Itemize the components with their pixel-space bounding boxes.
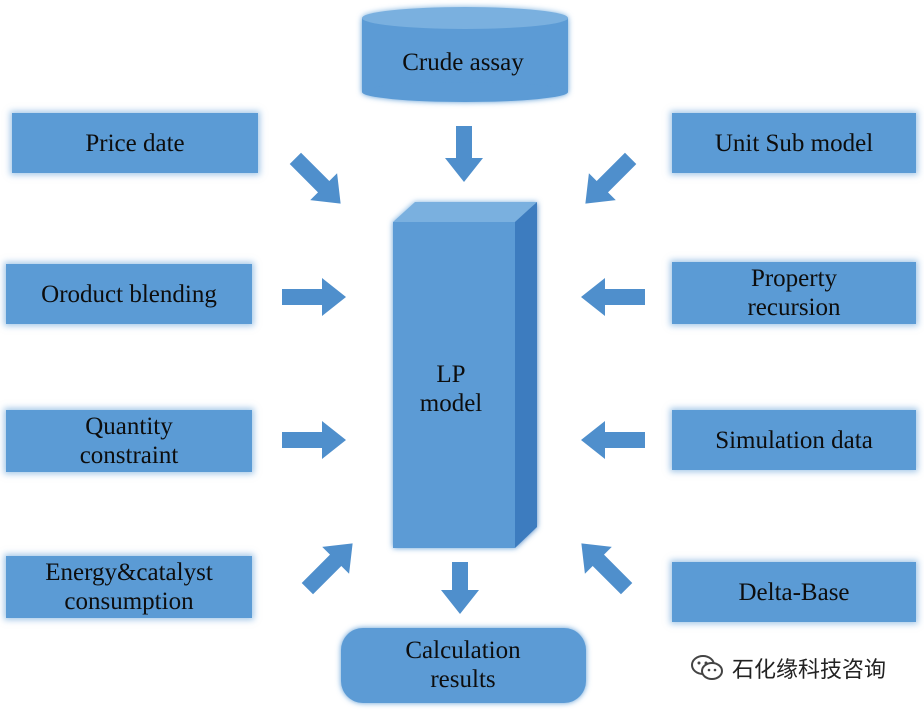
lp-model-label-line1: LP: [436, 361, 465, 388]
arrow-lp-to-results: [441, 562, 479, 614]
arrow-price-to-lp: [289, 152, 341, 204]
input-quantity-constraint: Quantity constraint: [6, 410, 252, 472]
input-simulation-data: Simulation data: [672, 410, 916, 470]
arrows-group: [282, 126, 645, 614]
input-quantity-constraint-label: Quantity constraint: [79, 413, 179, 469]
arrow-energy-to-lp: [301, 543, 353, 595]
crude-assay-cylinder: [362, 7, 568, 102]
arrow-property-to-lp: [581, 278, 645, 316]
lp-model-label-line2: model: [420, 390, 483, 417]
calculation-results-line2: results: [430, 666, 495, 693]
input-energy-catalyst-label: Energy&catalyst consumption: [45, 559, 213, 615]
input-unit-sub-model: Unit Sub model: [672, 113, 916, 173]
input-delta-base-label: Delta-Base: [738, 578, 850, 606]
arrow-crude-to-lp: [445, 126, 483, 182]
arrow-blending-to-lp: [282, 278, 346, 316]
arrow-simulation-to-lp: [581, 421, 645, 459]
input-product-blending-label: Oroduct blending: [41, 280, 217, 308]
input-energy-catalyst: Energy&catalyst consumption: [6, 556, 252, 618]
calculation-results-box: [341, 628, 586, 703]
input-unit-sub-model-label: Unit Sub model: [714, 129, 874, 157]
watermark: 石化缘科技咨询: [690, 652, 886, 684]
lp-model-block: [393, 202, 537, 548]
calculation-results-line1: Calculation: [405, 637, 521, 664]
input-property-recursion-label: Property recursion: [747, 265, 841, 321]
input-simulation-data-label: Simulation data: [715, 426, 873, 454]
input-price-date: Price date: [12, 113, 258, 173]
arrow-delta-to-lp: [581, 543, 633, 595]
input-price-date-label: Price date: [85, 129, 185, 157]
watermark-text: 石化缘科技咨询: [732, 658, 887, 683]
wechat-icon: [691, 655, 723, 680]
crude-assay-label: Crude assay: [402, 49, 524, 76]
input-property-recursion: Property recursion: [672, 262, 916, 324]
arrow-unitsub-to-lp: [585, 152, 637, 204]
input-delta-base: Delta-Base: [672, 562, 916, 622]
input-product-blending: Oroduct blending: [6, 264, 252, 324]
arrow-quantity-to-lp: [282, 421, 346, 459]
